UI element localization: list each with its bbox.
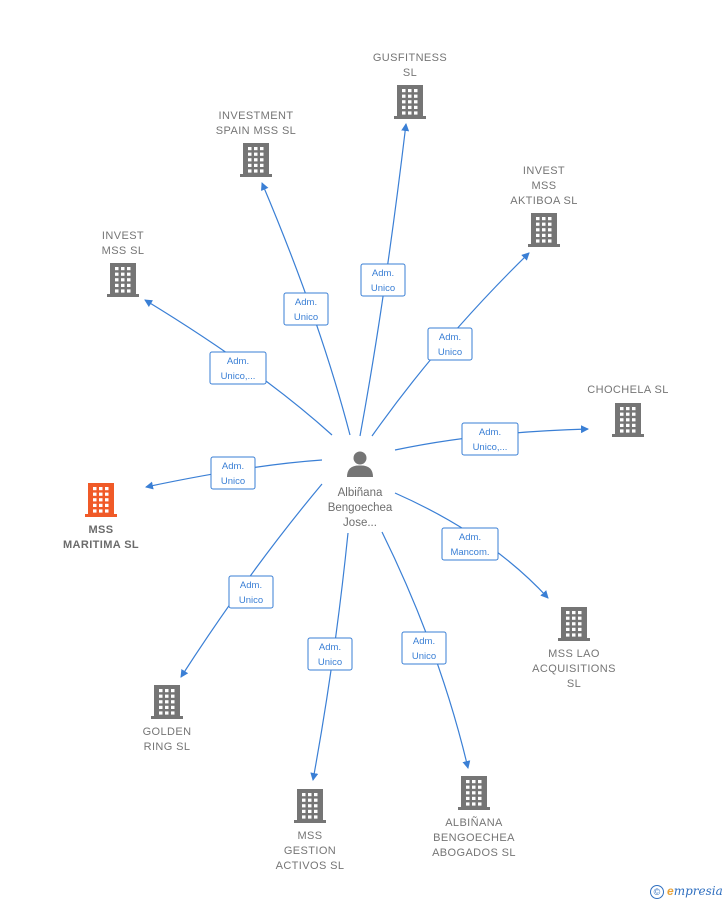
copyright-icon: © — [650, 885, 664, 899]
relation-role-line-2: Unico — [412, 651, 436, 662]
company-label-line-2: GESTION — [284, 845, 336, 857]
relation-role-line-2: Unico — [239, 595, 263, 606]
person-name-line-1: Albiñana — [338, 487, 383, 499]
relation-role-line-1: Adm. — [372, 268, 394, 279]
company-node-chochela[interactable]: CHOCHELA SL — [587, 384, 668, 437]
company-label-line-1: MSS — [297, 830, 322, 842]
company-node-golden-ring[interactable]: GOLDEN RING SL — [143, 685, 192, 753]
brand-name: mpresia — [673, 884, 723, 898]
relation-role-line-2: Unico,... — [221, 371, 256, 382]
company-label-line-1: INVESTMENT — [219, 110, 294, 122]
person-name-line-3: Jose... — [343, 517, 377, 529]
relation-role-line-1: Adm. — [227, 356, 249, 367]
relation-badge-invest-mss[interactable]: Adm. Unico,... — [209, 351, 267, 385]
company-label-line-1: GOLDEN — [143, 726, 192, 738]
relation-role-line-1: Adm. — [295, 297, 317, 308]
edge-golden-ring — [180, 483, 323, 678]
building-icon — [294, 789, 326, 823]
company-label-line-1: INVEST — [523, 165, 565, 177]
relation-role-line-1: Adm. — [459, 532, 481, 543]
relation-role-line-2: Mancom. — [450, 547, 489, 558]
company-node-mss-gestion[interactable]: MSS GESTION ACTIVOS SL — [276, 789, 345, 872]
company-node-investment-spain[interactable]: INVESTMENT SPAIN MSS SL — [216, 110, 296, 177]
brand-initial: e — [667, 884, 674, 898]
company-label-line-1: MSS — [88, 524, 113, 536]
relation-badges: Adm.UnicoAdm.UnicoAdm.UnicoAdm.Unico,...… — [209, 263, 519, 671]
company-node-mss-lao[interactable]: MSS LAO ACQUISITIONS SL — [532, 607, 616, 690]
relation-role-line-2: Unico,... — [473, 442, 508, 453]
company-node-albinana-abogados[interactable]: ALBIÑANA BENGOECHEA ABOGADOS SL — [432, 776, 516, 859]
company-label-line-3: ABOGADOS SL — [432, 847, 516, 859]
company-label-line-3: SL — [567, 678, 581, 690]
company-node-invest-mss-aktiboa[interactable]: INVEST MSS AKTIBOA SL — [510, 165, 578, 247]
building-icon — [394, 85, 426, 119]
company-label-line-2: MSS SL — [102, 245, 145, 257]
relation-role-line-1: Adm. — [439, 332, 461, 343]
relation-badge-chochela[interactable]: Adm. Unico,... — [461, 422, 519, 456]
relation-role-line-2: Unico — [221, 476, 245, 487]
relation-role-line-1: Adm. — [413, 636, 435, 647]
building-icon — [151, 685, 183, 719]
company-label-line-1: MSS LAO — [548, 648, 600, 660]
company-label-line-2: MARITIMA SL — [63, 539, 139, 551]
company-label-line-2: RING SL — [144, 741, 191, 753]
relation-badge-golden-ring[interactable]: Adm. Unico — [228, 575, 274, 609]
building-icon — [612, 403, 644, 437]
relation-role-line-1: Adm. — [319, 642, 341, 653]
edges — [144, 123, 589, 781]
building-icon — [107, 263, 139, 297]
company-label-line-1: GUSFITNESS — [373, 52, 447, 64]
relation-badge-mss-maritima[interactable]: Adm. Unico — [210, 456, 256, 490]
company-label-line-1: CHOCHELA SL — [587, 384, 668, 396]
company-node-gusfitness[interactable]: GUSFITNESS SL — [373, 52, 447, 119]
relation-badge-gusfitness[interactable]: Adm. Unico — [360, 263, 406, 297]
relation-badge-albinana-abogados[interactable]: Adm. Unico — [401, 631, 447, 665]
relation-role-line-1: Adm. — [479, 427, 501, 438]
building-icon — [528, 213, 560, 247]
person-node[interactable]: AlbiñanaBengoecheaJose... — [328, 487, 393, 529]
relation-role-line-1: Adm. — [222, 461, 244, 472]
company-label-line-2: ACQUISITIONS — [532, 663, 616, 675]
empresia-watermark[interactable]: ©empresia — [650, 884, 723, 899]
company-label-line-1: ALBIÑANA — [445, 816, 503, 829]
company-label-line-2: SPAIN MSS SL — [216, 125, 296, 137]
relation-badge-investment-spain[interactable]: Adm. Unico — [283, 292, 329, 326]
building-icon — [558, 607, 590, 641]
relation-role-line-2: Unico — [438, 347, 462, 358]
relation-role-line-1: Adm. — [240, 580, 262, 591]
company-label-line-3: AKTIBOA SL — [510, 195, 578, 207]
person-icon — [347, 451, 373, 477]
company-label-line-2: SL — [403, 67, 417, 79]
company-node-invest-mss[interactable]: INVEST MSS SL — [102, 230, 145, 297]
company-label-line-1: INVEST — [102, 230, 144, 242]
relation-badge-mss-lao[interactable]: Adm. Mancom. — [441, 527, 499, 561]
relation-role-line-2: Unico — [371, 283, 395, 294]
relation-role-line-2: Unico — [318, 657, 342, 668]
relation-badge-invest-mss-aktiboa[interactable]: Adm. Unico — [427, 327, 473, 361]
building-icon — [240, 143, 272, 177]
relation-badge-mss-gestion[interactable]: Adm. Unico — [307, 637, 353, 671]
company-label-line-2: MSS — [531, 180, 556, 192]
relation-role-line-2: Unico — [294, 312, 318, 323]
company-label-line-3: ACTIVOS SL — [276, 860, 345, 872]
company-label-line-2: BENGOECHEA — [433, 832, 515, 844]
person-name-line-2: Bengoechea — [328, 502, 393, 514]
building-icon — [458, 776, 490, 810]
company-node-mss-maritima[interactable]: MSS MARITIMA SL — [63, 483, 139, 551]
building-icon — [85, 483, 117, 517]
